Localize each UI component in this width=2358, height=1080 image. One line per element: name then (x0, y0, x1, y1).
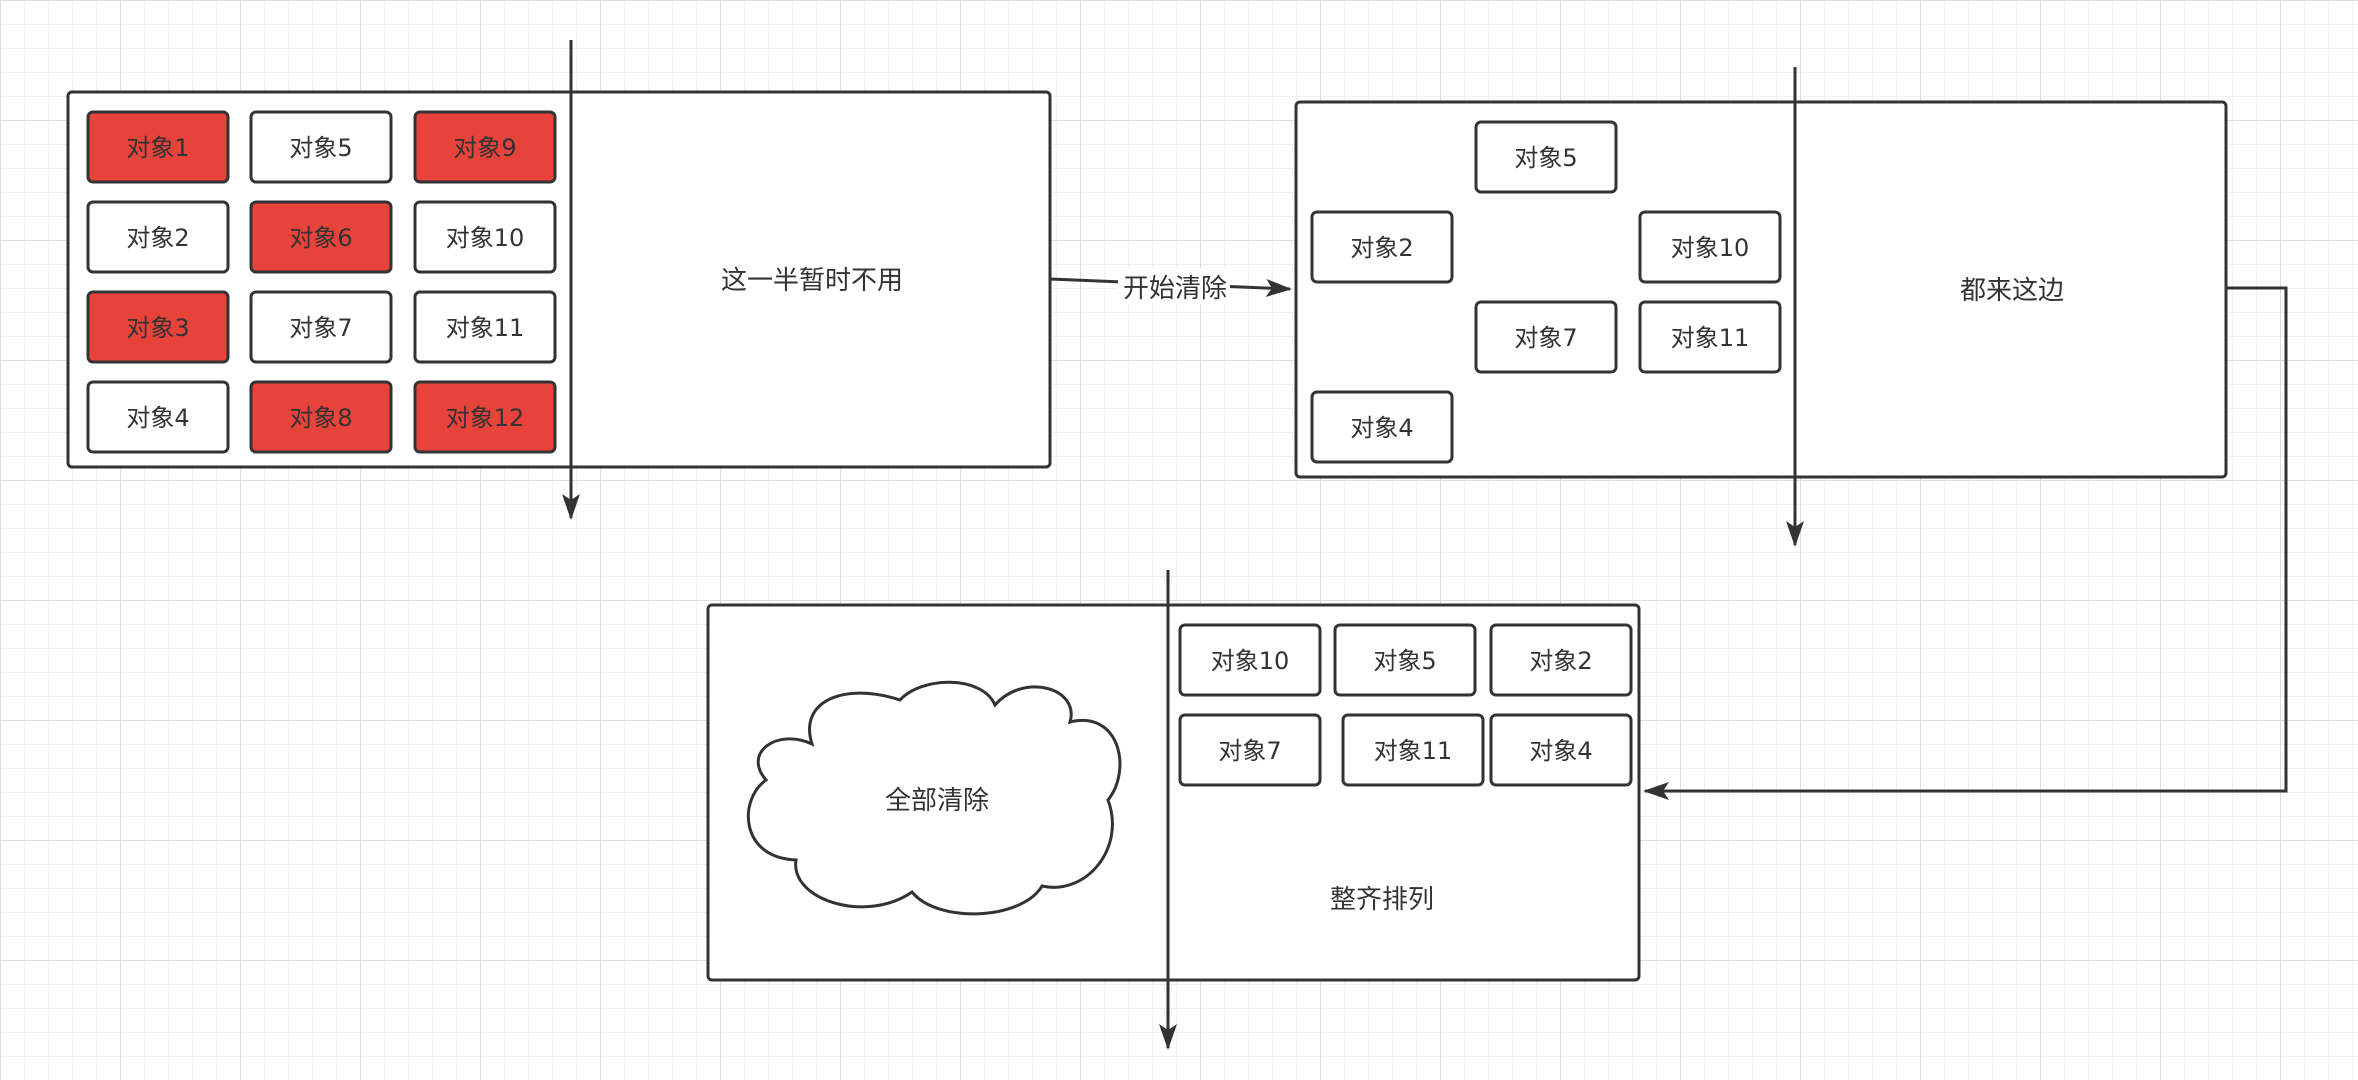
object-box: 对象5 (249, 110, 393, 184)
object-box-label: 对象5 (1373, 647, 1436, 675)
object-box: 对象11 (1638, 300, 1782, 374)
object-box-frame (249, 110, 393, 184)
object-box: 对象11 (1341, 713, 1485, 787)
object-box-frame (1341, 713, 1485, 787)
object-box: 对象4 (1310, 390, 1454, 464)
object-box: 对象7 (1474, 300, 1618, 374)
object-box: 对象4 (1489, 713, 1633, 787)
arrow-compact (1643, 286, 2288, 800)
object-box-label: 对象11 (1671, 324, 1750, 352)
object-box-label: 对象10 (446, 224, 525, 252)
object-box: 对象5 (1474, 120, 1618, 194)
object-box-label: 对象7 (1218, 737, 1281, 765)
object-box-frame (1638, 210, 1782, 284)
object-box-label: 对象11 (446, 314, 525, 342)
arrow-label-bg (1118, 268, 1230, 304)
object-box: 对象10 (1178, 623, 1322, 697)
object-box-label: 对象12 (446, 404, 525, 432)
object-box-frame (86, 290, 230, 364)
object-box-label: 对象2 (126, 224, 189, 252)
object-box-frame (86, 110, 230, 184)
object-box: 对象4 (86, 380, 230, 454)
object-box-frame (86, 200, 230, 274)
object-box: 对象1 (86, 110, 230, 184)
object-box-label: 对象3 (126, 314, 189, 342)
object-box: 对象6 (249, 200, 393, 274)
object-box-frame (413, 200, 557, 274)
object-box-label: 对象4 (126, 404, 189, 432)
object-box: 对象10 (1638, 210, 1782, 284)
object-box-frame (1310, 210, 1454, 284)
object-box-label: 对象6 (289, 224, 352, 252)
object-box-frame (86, 380, 230, 454)
object-box: 对象7 (1178, 713, 1322, 787)
object-box: 对象3 (86, 290, 230, 364)
object-box-frame (249, 290, 393, 364)
object-box-label: 对象8 (289, 404, 352, 432)
panel-middle-caption: 都来这边 (1960, 276, 2064, 306)
object-box-frame (413, 110, 557, 184)
object-box-frame (1489, 713, 1633, 787)
object-box: 对象9 (413, 110, 557, 184)
object-box: 对象2 (1489, 623, 1633, 697)
object-box: 对象8 (249, 380, 393, 454)
object-box-frame (1310, 390, 1454, 464)
object-box-label: 对象11 (1374, 737, 1453, 765)
object-box-label: 对象1 (126, 134, 189, 162)
panel-after-caption: 整齐排列 (1330, 885, 1434, 915)
arrow-start-clear-label: 开始清除 (1123, 274, 1227, 304)
object-box-label: 对象10 (1211, 647, 1290, 675)
object-box-frame (1474, 120, 1618, 194)
object-box-label: 对象5 (1514, 144, 1577, 172)
object-box-frame (249, 380, 393, 454)
object-box: 对象11 (413, 290, 557, 364)
object-box: 对象2 (86, 200, 230, 274)
object-box-label: 对象9 (453, 134, 516, 162)
object-box-frame (1178, 713, 1322, 787)
object-box-frame (1489, 623, 1633, 697)
object-box: 对象2 (1310, 210, 1454, 284)
object-box-label: 对象7 (1514, 324, 1577, 352)
object-box-label: 对象4 (1529, 737, 1592, 765)
object-box: 对象12 (413, 380, 557, 454)
object-box: 对象5 (1333, 623, 1477, 697)
object-box-frame (1474, 300, 1618, 374)
object-box-frame (249, 200, 393, 274)
object-box-frame (1333, 623, 1477, 697)
cloud-label: 全部清除 (885, 786, 989, 816)
object-box: 对象10 (413, 200, 557, 274)
object-box-frame (1178, 623, 1322, 697)
object-box-frame (1638, 300, 1782, 374)
object-box-frame (413, 380, 557, 454)
cloud-shape (746, 680, 1122, 916)
object-box-frame (413, 290, 557, 364)
object-box-label: 对象2 (1529, 647, 1592, 675)
object-box-label: 对象4 (1350, 414, 1413, 442)
panel-before-caption: 这一半暂时不用 (721, 266, 903, 296)
object-box: 对象7 (249, 290, 393, 364)
object-box-label: 对象5 (289, 134, 352, 162)
object-box-label: 对象10 (1671, 234, 1750, 262)
object-box-label: 对象7 (289, 314, 352, 342)
object-box-label: 对象2 (1350, 234, 1413, 262)
